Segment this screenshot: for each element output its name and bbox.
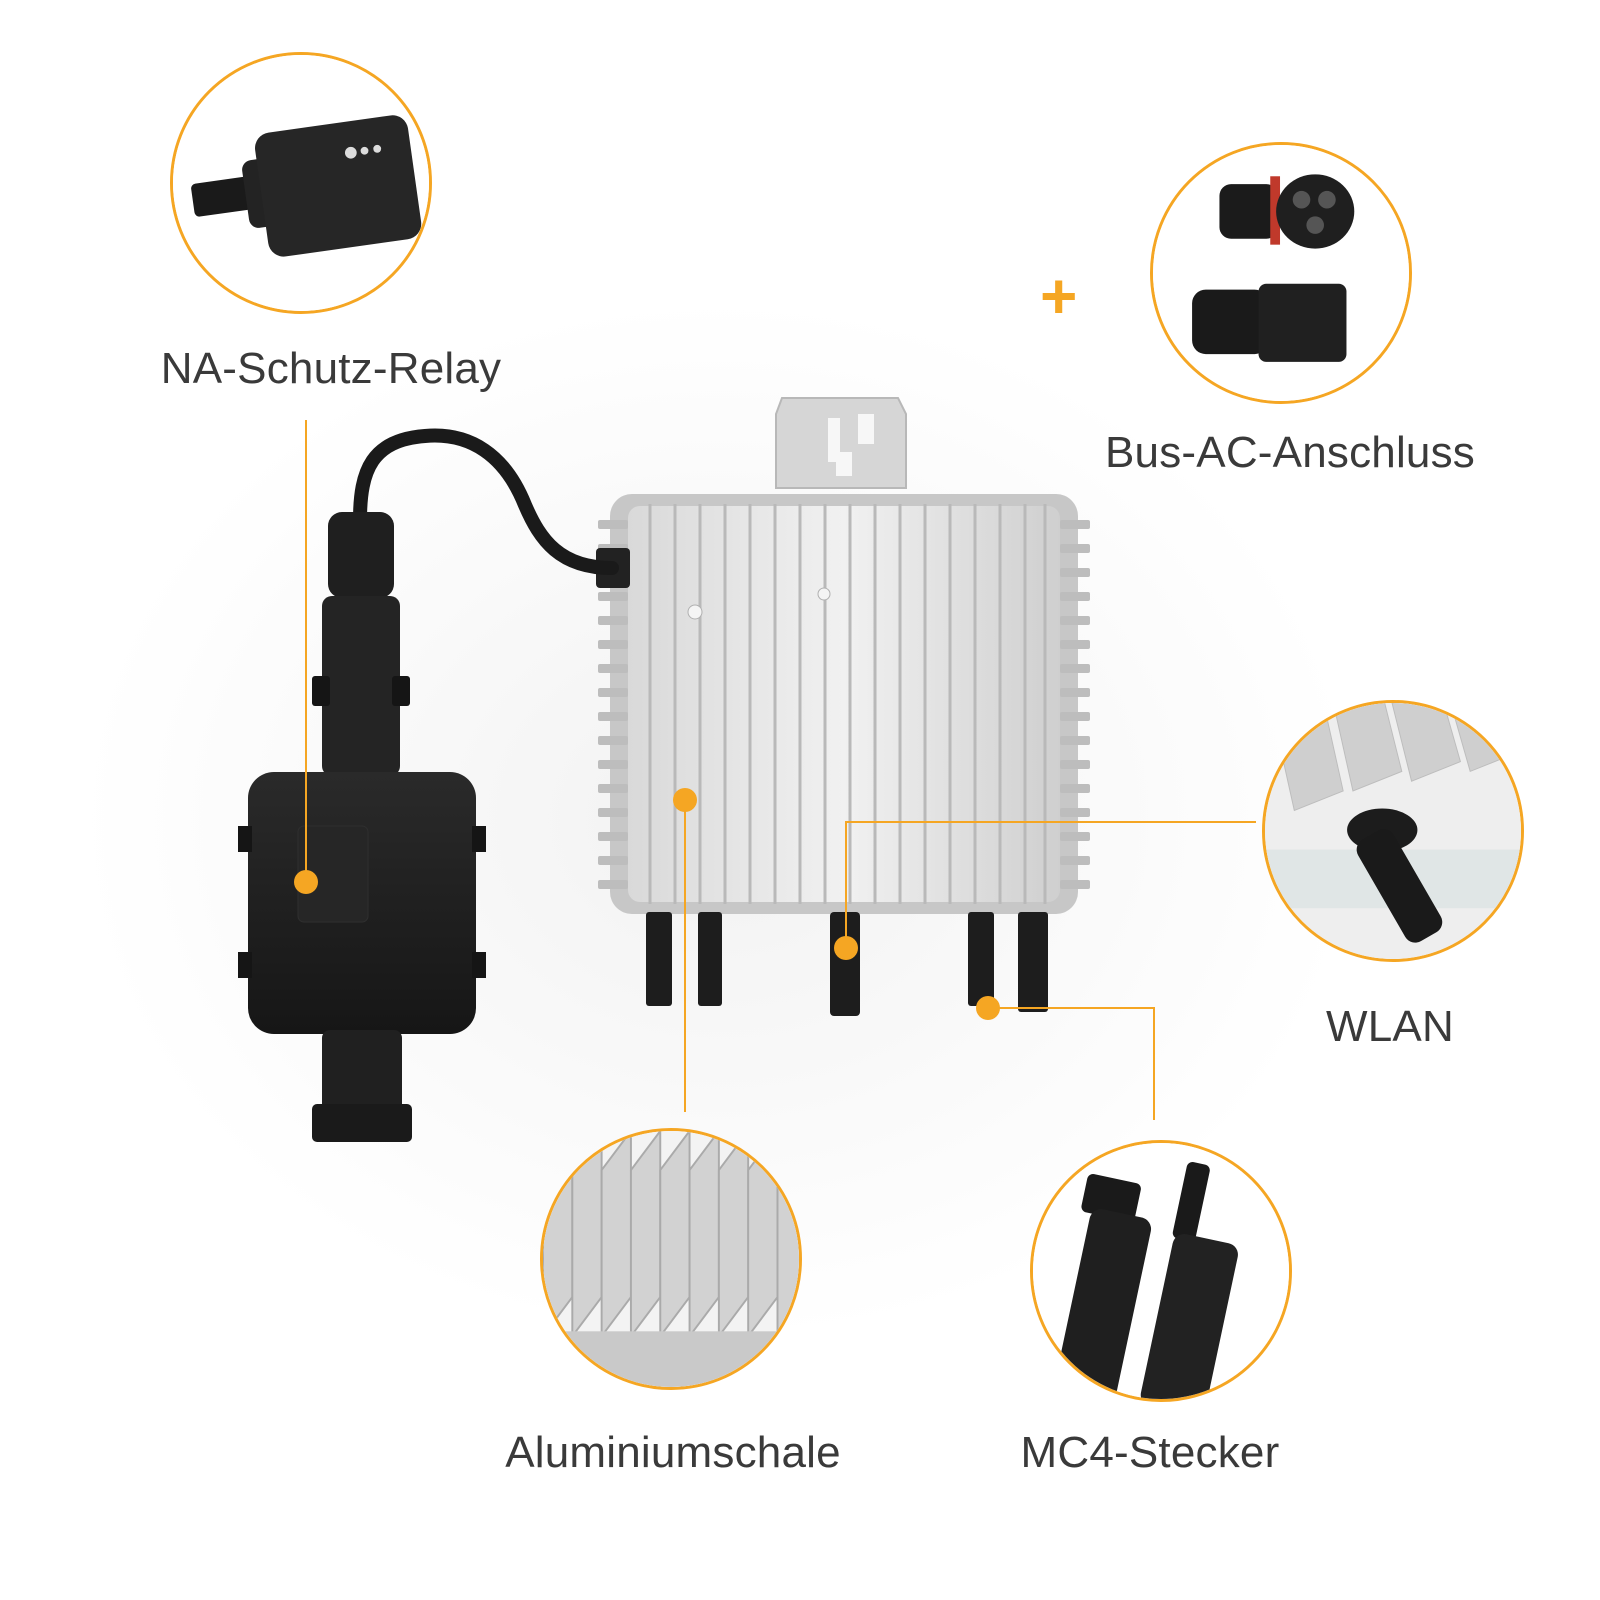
mc4-connector-icon (1033, 1143, 1289, 1399)
aluminium-detail-callout (540, 1128, 802, 1390)
wlan-label: WLAN (1326, 1002, 1454, 1051)
bus-ac-label: Bus-AC-Anschluss (1105, 428, 1475, 477)
mounting-bracket (775, 397, 907, 489)
antenna-icon (1265, 703, 1521, 959)
inverter-body (596, 494, 1090, 1016)
ac-cable (353, 428, 619, 575)
aluminium-label: Aluminiumschale (505, 1428, 841, 1477)
bus-ac-detail-callout (1150, 142, 1412, 404)
relay-box-icon (173, 55, 429, 311)
heatsink-icon (543, 1131, 799, 1387)
wlan-detail-callout (1262, 700, 1524, 962)
relay-label: NA-Schutz-Relay (160, 344, 502, 393)
mc4-detail-callout (1030, 1140, 1292, 1402)
plus-symbol: + (1040, 260, 1078, 332)
marker-dots (294, 788, 1000, 1020)
relay-detail-callout (170, 52, 432, 314)
ac-connector-icon (1153, 145, 1409, 401)
leader-lines (305, 420, 1256, 1120)
mc4-label: MC4-Stecker (1020, 1428, 1280, 1477)
